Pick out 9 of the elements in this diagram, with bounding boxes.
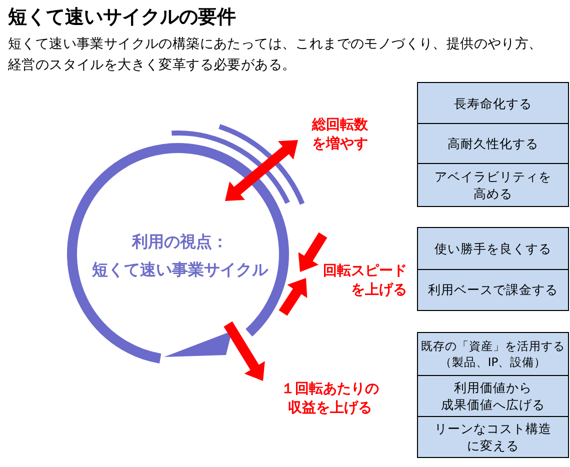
option-table xyxy=(418,228,568,310)
effect-label: 回転スピードを上げる xyxy=(322,262,407,300)
title: 短くて速いサイクルの要件 xyxy=(8,5,236,30)
effect-label: 総回転数を増やす xyxy=(310,116,369,154)
cycle-title: 利用の視点：短くて速い事業サイクル xyxy=(91,231,270,281)
effect-label: １回転あたりの収益を上げる xyxy=(280,380,380,418)
option-table xyxy=(418,333,568,457)
intro-text: 短くて速い事業サイクルの構築にあたっては、これまでのモノづくり、提供のやり方、経営のスタイルを大きく変革する必要がある。 xyxy=(8,35,542,75)
option-table xyxy=(418,83,568,206)
